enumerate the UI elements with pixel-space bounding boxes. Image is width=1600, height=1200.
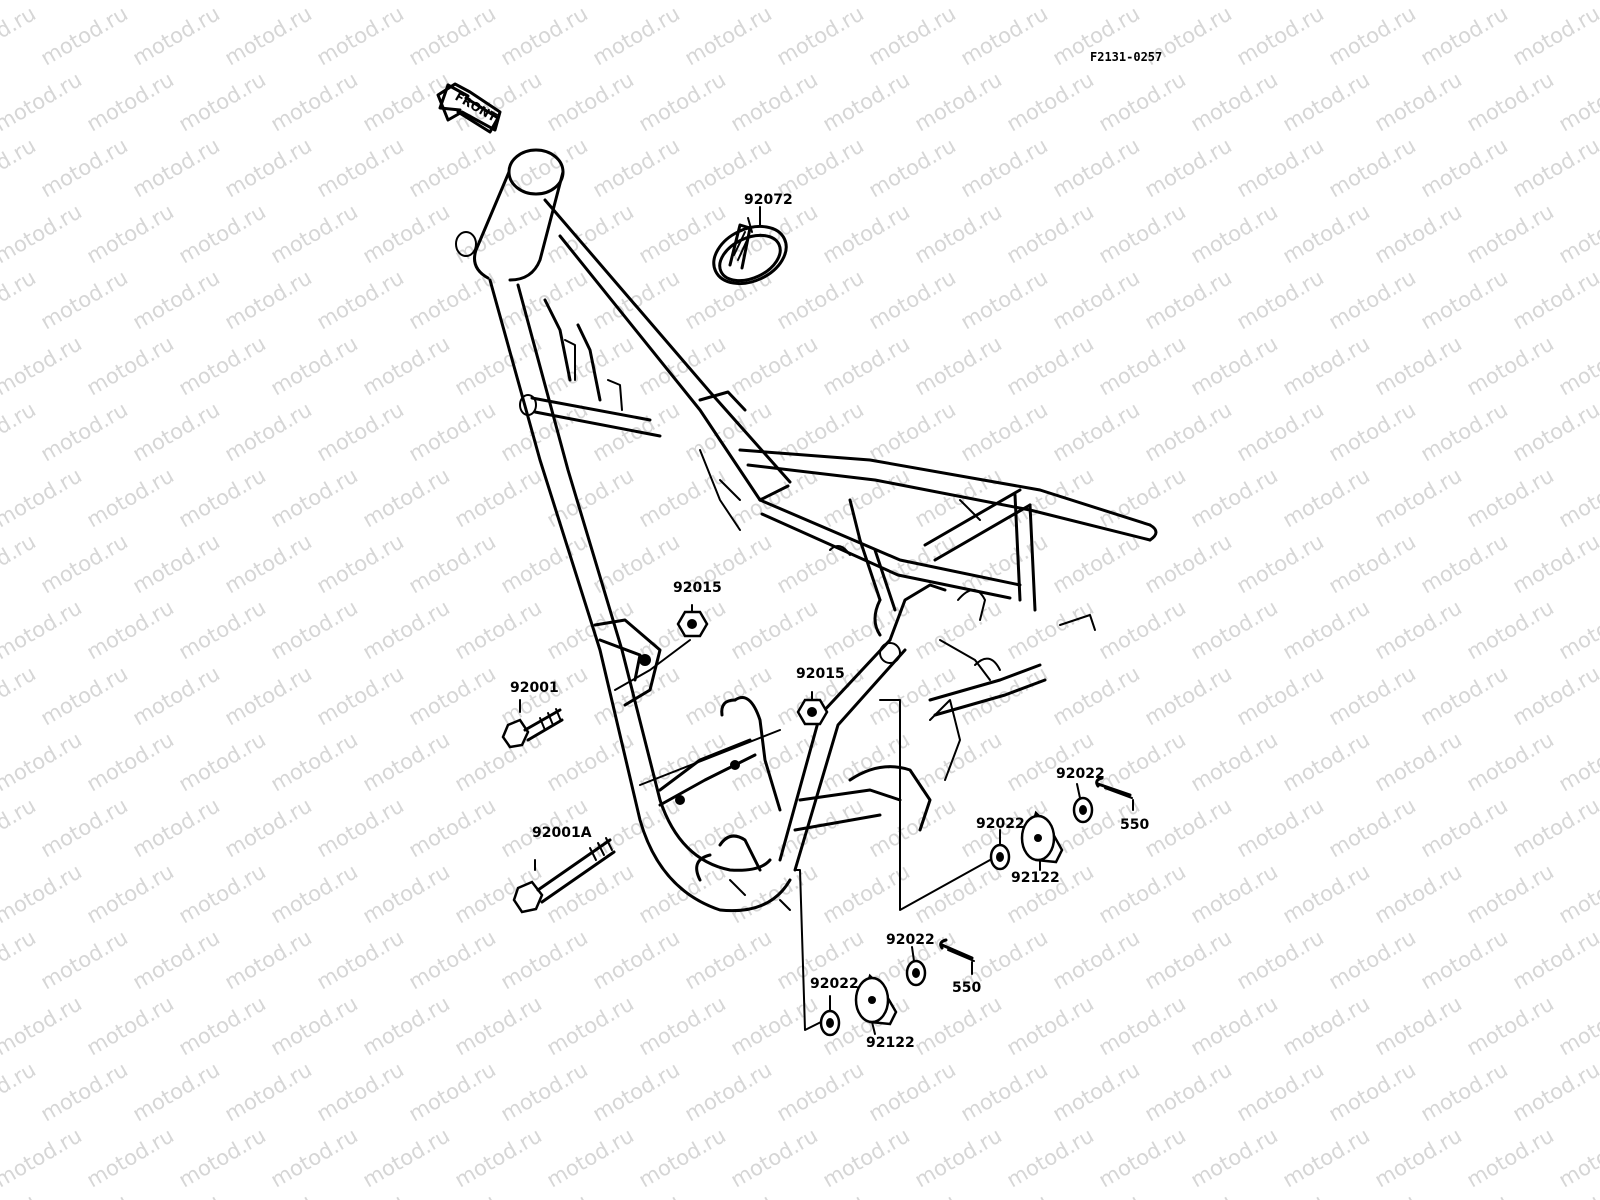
rear-subframe [699, 449, 981, 556]
part-label-92015-lower: 92015 [796, 666, 845, 682]
nut-92015-upper [676, 604, 709, 638]
part-label-92015-upper: 92015 [673, 580, 722, 596]
part-label-92001a: 92001A [532, 825, 592, 841]
washer-92022-c [905, 959, 927, 987]
rubber-92122-a [1020, 810, 1064, 864]
washer-92022-a [1072, 796, 1094, 824]
lower-cradle [793, 589, 1096, 832]
label-leaders [759, 206, 1134, 1035]
bolt-92001a [512, 837, 616, 914]
part-label-92022-a: 92022 [1056, 766, 1105, 782]
cross-tube [519, 394, 662, 438]
down-tubes [488, 278, 792, 913]
washer-92022-b [989, 843, 1011, 871]
part-label-550-b: 550 [952, 980, 982, 996]
head-tube [455, 148, 565, 282]
leader-lines [614, 639, 991, 1031]
top-tube [543, 198, 792, 502]
part-label-92022-d: 92022 [810, 976, 859, 992]
part-label-92022-c: 92022 [886, 932, 935, 948]
rubber-92122-b [854, 973, 898, 1026]
seat-rails [738, 448, 1158, 612]
part-label-92022-b: 92022 [976, 816, 1025, 832]
front-arrow-icon [436, 82, 502, 134]
washer-92022-d [819, 1009, 841, 1037]
rear-down-tube [778, 498, 947, 872]
pin-550-b [939, 938, 975, 962]
nut-92015-lower [796, 691, 829, 726]
part-label-92122-b: 92122 [866, 1035, 915, 1051]
clamp-92072 [712, 217, 788, 286]
part-label-550-a: 550 [1120, 817, 1150, 833]
part-label-92001: 92001 [510, 680, 559, 696]
part-label-92072: 92072 [744, 192, 793, 208]
bolt-92001 [501, 699, 564, 749]
diagram-code: F2131-0257 [1090, 50, 1163, 64]
part-label-92122-a: 92122 [1011, 870, 1060, 886]
pin-550-a [1095, 776, 1133, 799]
engine-mounts [593, 618, 791, 911]
watermark-text: motod.ru [0, 1189, 40, 1200]
